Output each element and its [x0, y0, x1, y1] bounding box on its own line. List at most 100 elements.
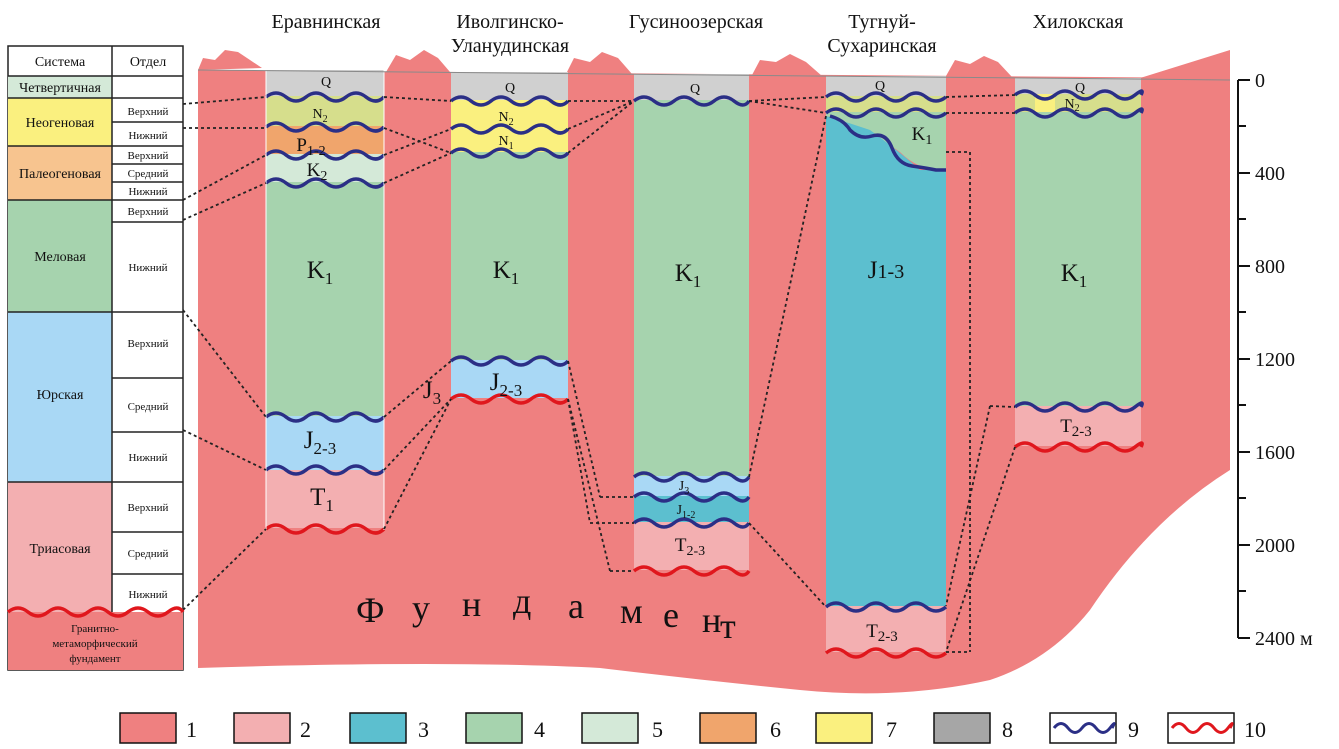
label-q-col3: Q [690, 82, 700, 97]
label-q-col1: Q [321, 75, 331, 90]
div-neogene-upper: Верхний [128, 106, 169, 118]
system-neogene: Неогеновая [26, 116, 95, 131]
legend-label-4: 4 [534, 717, 545, 742]
legend-red-wave [1170, 722, 1234, 734]
legend-swatch-3 [349, 712, 407, 744]
label-t23-col3: T2-3 [675, 535, 705, 559]
table-header-division: Отдел [130, 55, 166, 70]
title-eravninskaya: Еравнинская [271, 11, 380, 33]
legend-swatch-8 [933, 712, 991, 744]
basement-cell-line2: метаморфический [52, 638, 137, 650]
legend-label-1: 1 [186, 717, 197, 742]
basement-right-cap [1140, 50, 1230, 80]
strat-table [6, 45, 185, 671]
label-j12-col3: J1-2 [677, 503, 696, 521]
legend-label-3: 3 [418, 717, 429, 742]
div-paleogene-lower: Нижний [128, 186, 167, 198]
scale-0: 0 [1255, 70, 1265, 92]
label-k1-col2: K1 [493, 257, 520, 288]
label-k1-col4: K1 [912, 124, 933, 148]
column-gusinoozerskaya [632, 74, 751, 577]
legend-label-10: 10 [1244, 717, 1266, 742]
div-cretaceous-upper: Верхний [128, 206, 169, 218]
system-paleogene: Палеогеновая [19, 167, 102, 182]
column-eravninskaya [264, 70, 386, 535]
label-t23-col5: T2-3 [1060, 416, 1092, 440]
basement-letter: н [462, 584, 481, 624]
basement-letter: м [620, 591, 643, 631]
div-triassic-middle: Средний [128, 548, 169, 560]
label-t1-col1: T1 [310, 484, 334, 515]
legend-label-9: 9 [1128, 717, 1139, 742]
label-t23-col4: T2-3 [866, 621, 898, 645]
system-cretaceous: Меловая [34, 250, 86, 265]
legend-swatch-6 [699, 712, 757, 744]
system-jurassic: Юрская [37, 388, 84, 403]
label-k1-col3: K1 [675, 260, 702, 291]
legend-swatch-1 [119, 712, 177, 744]
label-q-col4: Q [875, 79, 885, 94]
title-gusinoozerskaya: Гусиноозерская [629, 11, 763, 33]
title-ivolginsko-1: Иволгинско- [456, 11, 563, 33]
div-triassic-lower: Нижний [128, 589, 167, 601]
label-n2-col2: N2 [498, 110, 513, 128]
depth-scale [1237, 79, 1250, 639]
legend-label-2: 2 [300, 717, 311, 742]
label-j23-col2: J2-3 [490, 369, 522, 400]
legend-swatch-7 [815, 712, 873, 744]
div-paleogene-upper: Верхний [128, 150, 169, 162]
div-paleogene-middle: Средний [128, 168, 169, 180]
system-quaternary: Четвертичная [19, 81, 101, 96]
label-j23-col1: J2-3 [304, 427, 336, 458]
table-header-system: Система [35, 55, 86, 70]
column-ivolginsko [449, 72, 570, 405]
scale-1200: 1200 [1255, 349, 1295, 371]
scale-2400: 2400 м [1255, 628, 1313, 650]
div-cretaceous-lower: Нижний [128, 262, 167, 274]
scale-2000: 2000 [1255, 535, 1295, 557]
system-triassic: Триасовая [29, 542, 91, 557]
basement-cell-line3: фундамент [69, 653, 120, 665]
basement-letter: у [412, 588, 430, 628]
basement-label: Ф у н д а м е н т [356, 581, 736, 646]
label-k1-col1: K1 [307, 257, 334, 288]
basement-letter: Ф [356, 590, 384, 630]
column-tugnuy [824, 76, 948, 659]
legend-label-6: 6 [770, 717, 781, 742]
label-k1-col5: K1 [1061, 260, 1088, 291]
basement-letter: т [720, 606, 736, 646]
div-jurassic-middle: Средний [128, 401, 169, 413]
legend: 1 2 3 4 5 6 7 8 9 10 [119, 712, 1266, 744]
correlation-lines [182, 94, 1016, 653]
basement-letter: е [663, 595, 679, 635]
title-tugnuy-1: Тугнуй- [848, 11, 916, 33]
div-jurassic-upper: Верхний [128, 338, 169, 350]
div-jurassic-lower: Нижний [128, 452, 167, 464]
legend-label-5: 5 [652, 717, 663, 742]
basement-letter: н [702, 600, 721, 640]
scale-1600: 1600 [1255, 442, 1295, 464]
label-j3-col3: J3 [679, 479, 689, 497]
basement-letter: а [568, 586, 584, 626]
scale-400: 400 [1255, 163, 1285, 185]
label-j13-col4: J1-3 [868, 257, 904, 284]
legend-swatch-2 [233, 712, 291, 744]
title-tugnuy-2: Сухаринская [827, 35, 936, 57]
legend-swatch-4 [465, 712, 523, 744]
label-n1-col2: N1 [498, 134, 513, 152]
div-neogene-lower: Нижний [128, 130, 167, 142]
label-n2-col1: N2 [312, 107, 327, 125]
div-triassic-upper: Верхний [128, 502, 169, 514]
legend-label-8: 8 [1002, 717, 1013, 742]
basement-letter: д [513, 581, 531, 621]
label-p12-col1: P1-2 [296, 135, 325, 159]
legend-swatch-5 [581, 712, 639, 744]
label-j3-col2: J3 [423, 377, 441, 408]
legend-label-7: 7 [886, 717, 897, 742]
basement-cell-line1: Гранитно- [71, 623, 119, 635]
label-q-col2: Q [505, 81, 515, 96]
surface-hills [198, 50, 1012, 77]
title-khilokskaya: Хилокская [1033, 11, 1124, 33]
